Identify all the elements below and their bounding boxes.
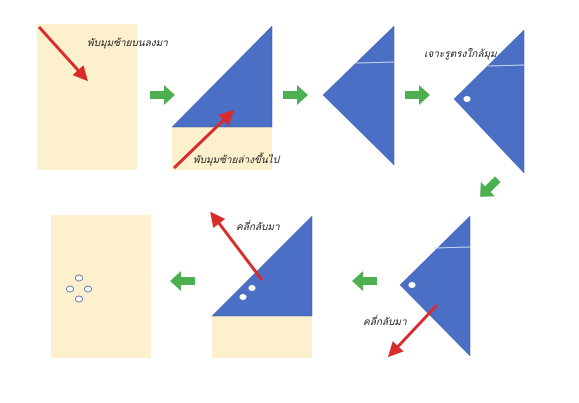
punched-hole <box>248 285 256 291</box>
fold-direction-arrow <box>37 25 89 82</box>
unfold-direction-arrow <box>210 211 264 281</box>
folded-triangle <box>211 215 313 317</box>
step-arrow-icon <box>283 85 308 105</box>
fold-crease <box>487 64 525 67</box>
punched-hole <box>408 282 416 288</box>
step-1-paper: พับมุมซ้ายบนลงมา <box>37 24 168 170</box>
label-unfold-2: คลี่กลับมา <box>236 219 280 233</box>
punched-hole <box>84 285 92 293</box>
paper-sheet <box>37 24 137 170</box>
paper-strip <box>172 127 272 170</box>
step-4-paper: เจาะรูตรงใกล้มุม <box>424 29 525 174</box>
folded-shape <box>322 25 395 166</box>
step-arrow-down-icon <box>480 176 501 197</box>
label-unfold-1: คลี่กลับมา <box>363 314 407 328</box>
punched-hole <box>239 294 247 300</box>
fold-direction-arrow <box>172 109 235 170</box>
label-punch-hole: เจาะรูตรงใกล้มุม <box>424 48 498 60</box>
fold-crease <box>355 61 395 64</box>
paper-strip <box>212 316 312 358</box>
label-fold-bottom-left: พับมุมซ้ายล่างขึ้นไป <box>193 152 281 166</box>
step-arrow-back-icon <box>170 271 195 291</box>
step-5-paper: คลี่กลับมา <box>363 215 471 358</box>
unfold-direction-arrow <box>387 303 439 358</box>
fold-crease <box>433 246 471 249</box>
punched-hole <box>75 274 83 282</box>
step-3-paper <box>322 25 395 166</box>
step-6-paper: คลี่กลับมา <box>210 211 313 358</box>
step-arrow-icon <box>405 85 430 105</box>
step-arrow-icon <box>150 85 175 105</box>
folded-shape <box>399 215 471 357</box>
punched-hole <box>463 96 471 102</box>
step-arrow-back-icon <box>352 271 377 291</box>
punched-hole <box>66 285 74 293</box>
punched-hole <box>75 295 83 303</box>
folded-triangle <box>171 25 273 128</box>
step-7-paper <box>51 215 151 358</box>
step-2-paper: พับมุมซ้ายล่างขึ้นไป <box>171 25 281 170</box>
paper-sheet <box>51 215 151 358</box>
label-fold-top-left: พับมุมซ้ายบนลงมา <box>87 37 168 49</box>
